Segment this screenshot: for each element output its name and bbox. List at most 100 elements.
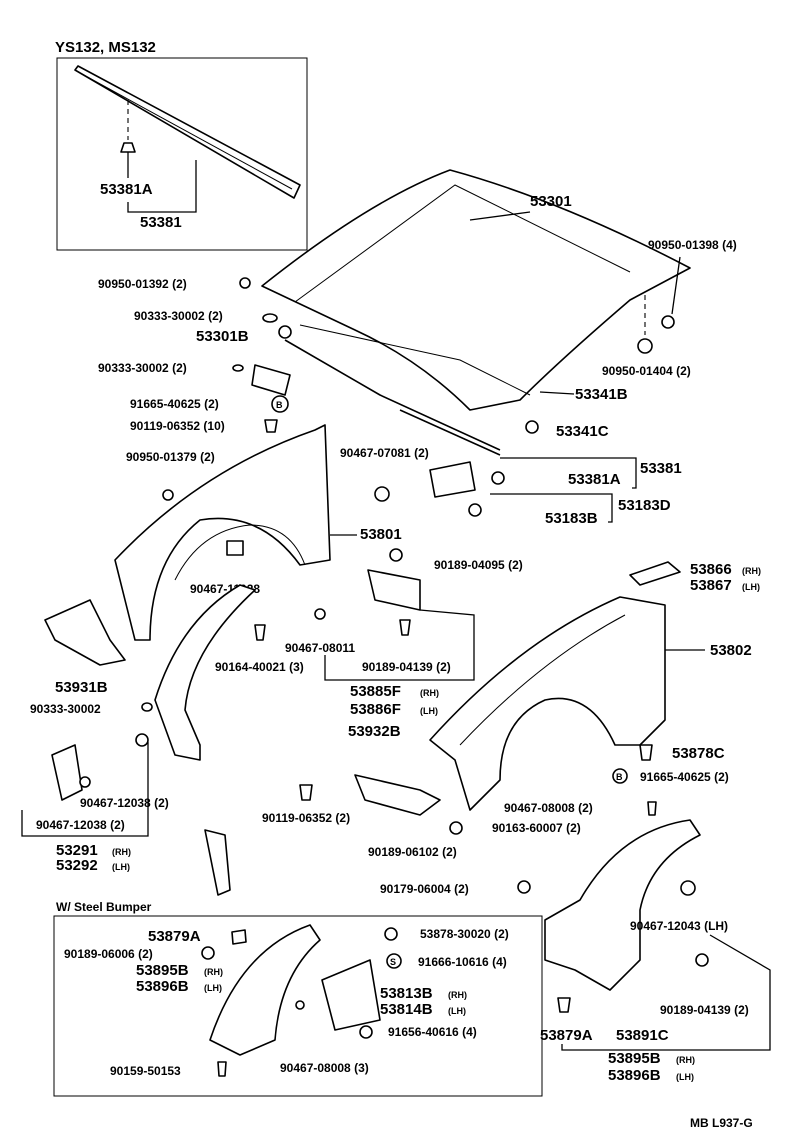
part-53895B: 53895B <box>608 1050 661 1067</box>
part-53886F: 53886F <box>350 701 401 718</box>
right-fender-liner <box>544 819 701 991</box>
left-fender-liner <box>154 584 256 761</box>
part-53183D: 53183D <box>618 497 671 514</box>
b-mark-2: B <box>616 772 623 782</box>
rh-label-1: (RH) <box>420 688 439 698</box>
part-90189-06102: 90189-06102 (2) <box>368 845 457 859</box>
part-53885F: 53885F <box>350 683 401 700</box>
part-90467-08008-steel: 90467-08008 (3) <box>280 1061 369 1075</box>
clip-square-icon <box>226 540 244 556</box>
part-90189-04139-right: 90189-04139 (2) <box>660 1003 749 1017</box>
part-90179-06004: 90179-06004 (2) <box>380 882 469 896</box>
inset-frame <box>56 57 308 251</box>
part-53879A: 53879A <box>540 1027 593 1044</box>
part-91665-40625: 91665-40625 (2) <box>130 397 219 411</box>
part-90950-01392: 90950-01392 (2) <box>98 277 187 291</box>
s-mark: S <box>390 957 396 967</box>
diagram-code: MB L937-G <box>690 1116 753 1130</box>
bolt-icon <box>264 419 278 433</box>
left-fender-panel <box>114 424 331 641</box>
rh-label-6: (RH) <box>448 990 467 1000</box>
part-90163-60007: 90163-60007 (2) <box>492 821 581 835</box>
part-53801: 53801 <box>360 526 402 543</box>
right-fender-group: 53866 (RH) 53867 (LH) 53802 53878C B 916… <box>380 561 771 1084</box>
lh-label-2: (LH) <box>112 862 130 872</box>
steel-bumper-frame <box>53 915 543 1097</box>
part-53896B-steel: 53896B <box>136 978 189 995</box>
lh-label-5: (LH) <box>204 983 222 993</box>
part-53381A: 53381A <box>100 181 153 198</box>
rh-label-4: (RH) <box>676 1055 695 1065</box>
part-53292: 53292 <box>56 857 98 874</box>
rh-label-3: (RH) <box>742 566 761 576</box>
part-53895B-steel: 53895B <box>136 962 189 979</box>
part-91656-40616: 91656-40616 (4) <box>388 1025 477 1039</box>
part-53381A-hood: 53381A <box>568 471 621 488</box>
hood-stop-bracket <box>429 461 476 498</box>
part-53802: 53802 <box>710 642 752 659</box>
part-90467-12038-a: 90467-12038 (2) <box>80 796 169 810</box>
part-53301: 53301 <box>530 193 572 210</box>
steel-bumper-liner <box>209 924 321 1056</box>
lh-label-1: (LH) <box>420 706 438 716</box>
part-53878-30020: 53878-30020 (2) <box>420 927 509 941</box>
part-90189-06006: 90189-06006 (2) <box>64 947 153 961</box>
part-90950-01398: 90950-01398 (4) <box>648 238 737 252</box>
hood-panel <box>261 169 691 411</box>
part-90164-40021: 90164-40021 (3) <box>215 660 304 674</box>
part-53896B: 53896B <box>608 1067 661 1084</box>
part-53931B-bracket <box>44 599 126 666</box>
part-53866: 53866 <box>690 561 732 578</box>
part-91665-40625-right: 91665-40625 (2) <box>640 770 729 784</box>
lh-label-6: (LH) <box>448 1006 466 1016</box>
part-90467-12038-b: 90467-12038 (2) <box>36 818 125 832</box>
part-90467-08011: 90467-08011 <box>285 641 355 655</box>
part-53867: 53867 <box>690 577 732 594</box>
part-90950-01404: 90950-01404 (2) <box>602 364 691 378</box>
part-53341B: 53341B <box>575 386 628 403</box>
right-fender-panel <box>429 596 666 811</box>
hood-group: 53301 90950-01398 (4) 90950-01392 (2) 90… <box>98 169 737 527</box>
rh-label-2: (RH) <box>112 847 131 857</box>
hood-cushion-icon <box>637 338 653 354</box>
inset-ys132: YS132, MS132 53381A 53381 <box>55 39 308 251</box>
part-53932B-bracket <box>354 774 441 816</box>
small-bracket <box>204 829 231 896</box>
part-90333-30002-a: 90333-30002 (2) <box>134 309 223 323</box>
part-90119-06352-b: 90119-06352 (2) <box>262 811 350 825</box>
part-90119-06352: 90119-06352 (10) <box>130 419 225 433</box>
part-53341C: 53341C <box>556 423 609 440</box>
b-mark: B <box>276 400 283 410</box>
part-53301B: 53301B <box>196 328 249 345</box>
steel-bumper-title: W/ Steel Bumper <box>56 900 152 914</box>
part-53813B: 53813B <box>380 985 433 1002</box>
part-90467-07081: 90467-07081 (2) <box>340 446 429 460</box>
part-90189-04095: 90189-04095 (2) <box>434 558 523 572</box>
part-53381: 53381 <box>140 214 182 231</box>
part-53932B: 53932B <box>348 723 401 740</box>
part-53878C: 53878C <box>672 745 725 762</box>
b-mark-circle <box>271 395 289 413</box>
part-90159-50153: 90159-50153 <box>110 1064 181 1078</box>
part-91666-10616: 91666-10616 (4) <box>418 955 507 969</box>
lh-label-3: (LH) <box>742 582 760 592</box>
hood-bracket <box>251 364 291 396</box>
part-53183B: 53183B <box>545 510 598 527</box>
inset-steel-bumper: W/ Steel Bumper 53879A 90189-06006 (2) 5… <box>53 900 543 1097</box>
inset-title: YS132, MS132 <box>55 39 156 56</box>
part-90467-08008: 90467-08008 (2) <box>504 801 593 815</box>
mud-guard-plate <box>51 744 83 801</box>
clip-icon <box>120 142 136 153</box>
part-90189-04139: 90189-04139 (2) <box>362 660 451 674</box>
part-53814B: 53814B <box>380 1001 433 1018</box>
part-53879A-steel: 53879A <box>148 928 201 945</box>
lh-label-4: (LH) <box>676 1072 694 1082</box>
part-90333-30002-c: 90333-30002 <box>30 702 101 716</box>
part-90467-12043: 90467-12043 (LH) <box>630 919 728 933</box>
part-53866-trim <box>629 561 681 586</box>
part-53381-hood: 53381 <box>640 460 682 477</box>
part-53291: 53291 <box>56 842 98 859</box>
part-53891C: 53891C <box>616 1027 669 1044</box>
fender-bracket <box>367 569 421 611</box>
